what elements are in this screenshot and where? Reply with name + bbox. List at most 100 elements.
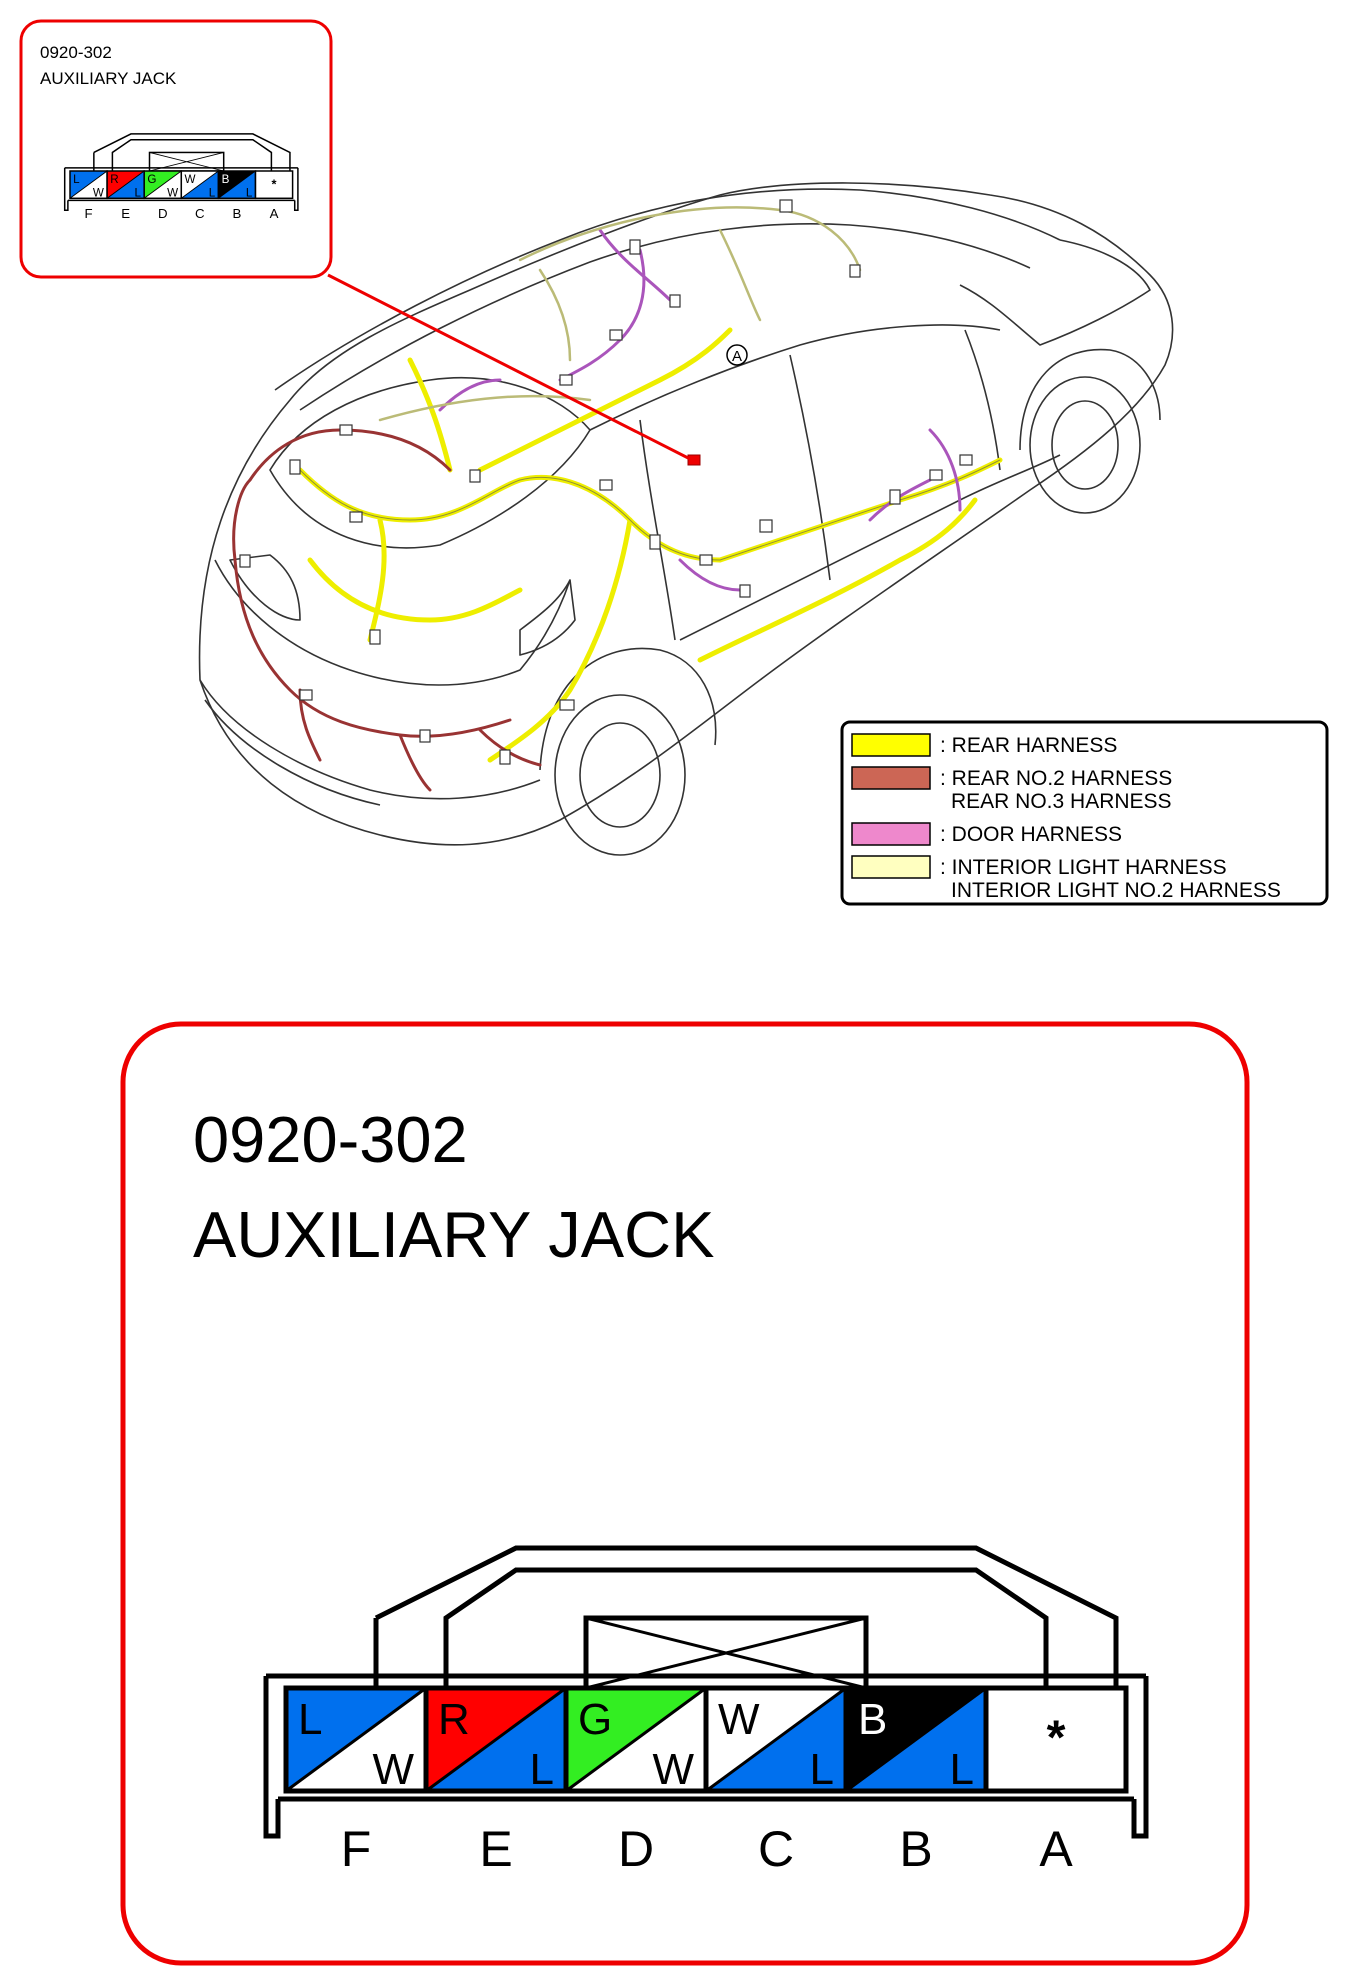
- small-pin-c-bottom-color: L: [209, 186, 216, 199]
- legend-item-1: : REAR HARNESS: [851, 733, 1117, 757]
- left-taillight: [229, 554, 301, 621]
- small-pin-a: *A: [254, 170, 294, 221]
- rear-wheel: [554, 694, 686, 856]
- car-roof-inner: [299, 222, 1031, 411]
- legend-swatch: [851, 733, 931, 757]
- large-pin-c-top-color: W: [718, 1695, 760, 1744]
- small-pin-b: BLB: [217, 170, 257, 221]
- large-housing-right: [1131, 1676, 1149, 1839]
- small-pin-d: GWD: [143, 170, 183, 221]
- rear-wheel-inner: [579, 722, 661, 828]
- small-pin-d-bottom-color: W: [167, 186, 178, 199]
- legend-frame: [840, 720, 1329, 906]
- small-pin-c-top-color: W: [184, 173, 195, 186]
- legend-swatch: [851, 766, 931, 790]
- small-pin-e-bottom-color: L: [135, 186, 142, 199]
- large-pin-d-top-color: G: [578, 1695, 612, 1744]
- small-lock-outer: [93, 133, 291, 171]
- door-harness-wire: [438, 228, 962, 592]
- car-roof-line: [274, 188, 1061, 391]
- large-pin-letter-f: F: [341, 1821, 372, 1877]
- small-pin-d-top-color: G: [147, 173, 156, 186]
- harness-connectors: [239, 199, 973, 765]
- small-pin-e-top-color: R: [110, 173, 118, 186]
- large-pin-b: BLB: [843, 1685, 989, 1877]
- connector-name: AUXILIARY JACK: [193, 1198, 714, 1271]
- large-pin-c: W LC: [703, 1685, 849, 1877]
- legend-label: : REAR HARNESS: [940, 734, 1117, 757]
- small-pin-letter-b: B: [233, 206, 242, 221]
- small-callout: 0920-302 AUXILIARY JACK LWFRLEGWDWLCBLB*…: [19, 19, 333, 279]
- large-pin-letter-a: A: [1039, 1821, 1073, 1877]
- large-lock-inner: [443, 1567, 1049, 1688]
- large-callout: 0920-302 AUXILIARY JACK LWFRLEGWDWLCBLB*…: [120, 1021, 1250, 1966]
- legend-swatch: [851, 822, 931, 846]
- large-pin-e: R LE: [423, 1685, 569, 1877]
- large-pin-letter-d: D: [618, 1821, 654, 1877]
- legend-label: : REAR NO.2 HARNESS: [940, 767, 1172, 790]
- small-pin-b-top-color: B: [222, 173, 230, 186]
- large-pin-d: GWD: [563, 1685, 709, 1877]
- small-pin-letter-a: A: [270, 206, 279, 221]
- legend-label: REAR NO.3 HARNESS: [951, 790, 1172, 813]
- svg-text:A: A: [732, 348, 742, 365]
- small-pin-letter-c: C: [195, 206, 205, 221]
- legend-label: : DOOR HARNESS: [940, 823, 1122, 846]
- car-bumper: [199, 679, 541, 800]
- large-pin-e-bottom-color: L: [530, 1745, 554, 1794]
- car-side-line: [589, 324, 1001, 431]
- front-wheel-arch: [1019, 348, 1161, 451]
- front-wheel: [1029, 376, 1141, 514]
- location-marker-a: A: [726, 344, 748, 366]
- small-callout-frame: [19, 19, 333, 279]
- small-pin-f-bottom-color: W: [93, 186, 104, 199]
- car-windshield: [959, 239, 1151, 346]
- large-pin-letter-e: E: [479, 1821, 512, 1877]
- callout-leader-line: [327, 273, 697, 464]
- front-wheel-inner: [1051, 400, 1119, 490]
- car-side-skirt: [679, 454, 1061, 641]
- small-pin-e: R LE: [106, 170, 145, 221]
- large-pin-letter-b: B: [899, 1821, 932, 1877]
- car-rear-hatch: [214, 559, 571, 686]
- large-pin-f-top-color: L: [298, 1695, 322, 1744]
- vehicle-illustration: [198, 182, 1174, 856]
- large-pin-b-bottom-color: L: [950, 1745, 974, 1794]
- large-pin-a-mark: *: [1047, 1711, 1066, 1765]
- small-pin-letter-e: E: [121, 206, 130, 221]
- legend-label: : INTERIOR LIGHT HARNESS: [940, 856, 1227, 879]
- legend-label: INTERIOR LIGHT NO.2 HARNESS: [951, 879, 1281, 902]
- small-housing-left: [63, 167, 69, 211]
- small-pin-a-mark: *: [272, 176, 277, 191]
- connector-code: 0920-302: [193, 1103, 468, 1176]
- right-taillight: [519, 579, 576, 656]
- interior-light-harness-wire: [378, 206, 862, 422]
- large-pin-letter-c: C: [758, 1821, 794, 1877]
- car-body-outline: [198, 182, 1174, 846]
- small-pin-letter-f: F: [85, 206, 93, 221]
- large-pin-e-top-color: R: [438, 1695, 470, 1744]
- small-connector-code: 0920-302: [40, 43, 112, 62]
- small-pin-letter-d: D: [158, 206, 168, 221]
- car-door-line-2: [789, 354, 831, 581]
- large-pin-c-bottom-color: L: [810, 1745, 834, 1794]
- small-pin-b-bottom-color: L: [246, 186, 253, 199]
- small-housing-right: [293, 167, 299, 211]
- small-pin-f-top-color: L: [73, 173, 80, 186]
- large-pin-a: *A: [983, 1685, 1129, 1877]
- large-pin-f-bottom-color: W: [372, 1745, 414, 1794]
- small-connector-name: AUXILIARY JACK: [40, 69, 177, 88]
- small-lock-inner: [111, 138, 273, 171]
- legend-swatch: [851, 855, 931, 879]
- car-door-line-3: [964, 329, 1001, 471]
- large-pin-d-bottom-color: W: [652, 1745, 694, 1794]
- large-pin-b-top-color: B: [858, 1695, 887, 1744]
- harness-wiring: [232, 206, 1003, 792]
- car-bumper-lower: [204, 699, 381, 806]
- large-housing-left: [263, 1676, 281, 1839]
